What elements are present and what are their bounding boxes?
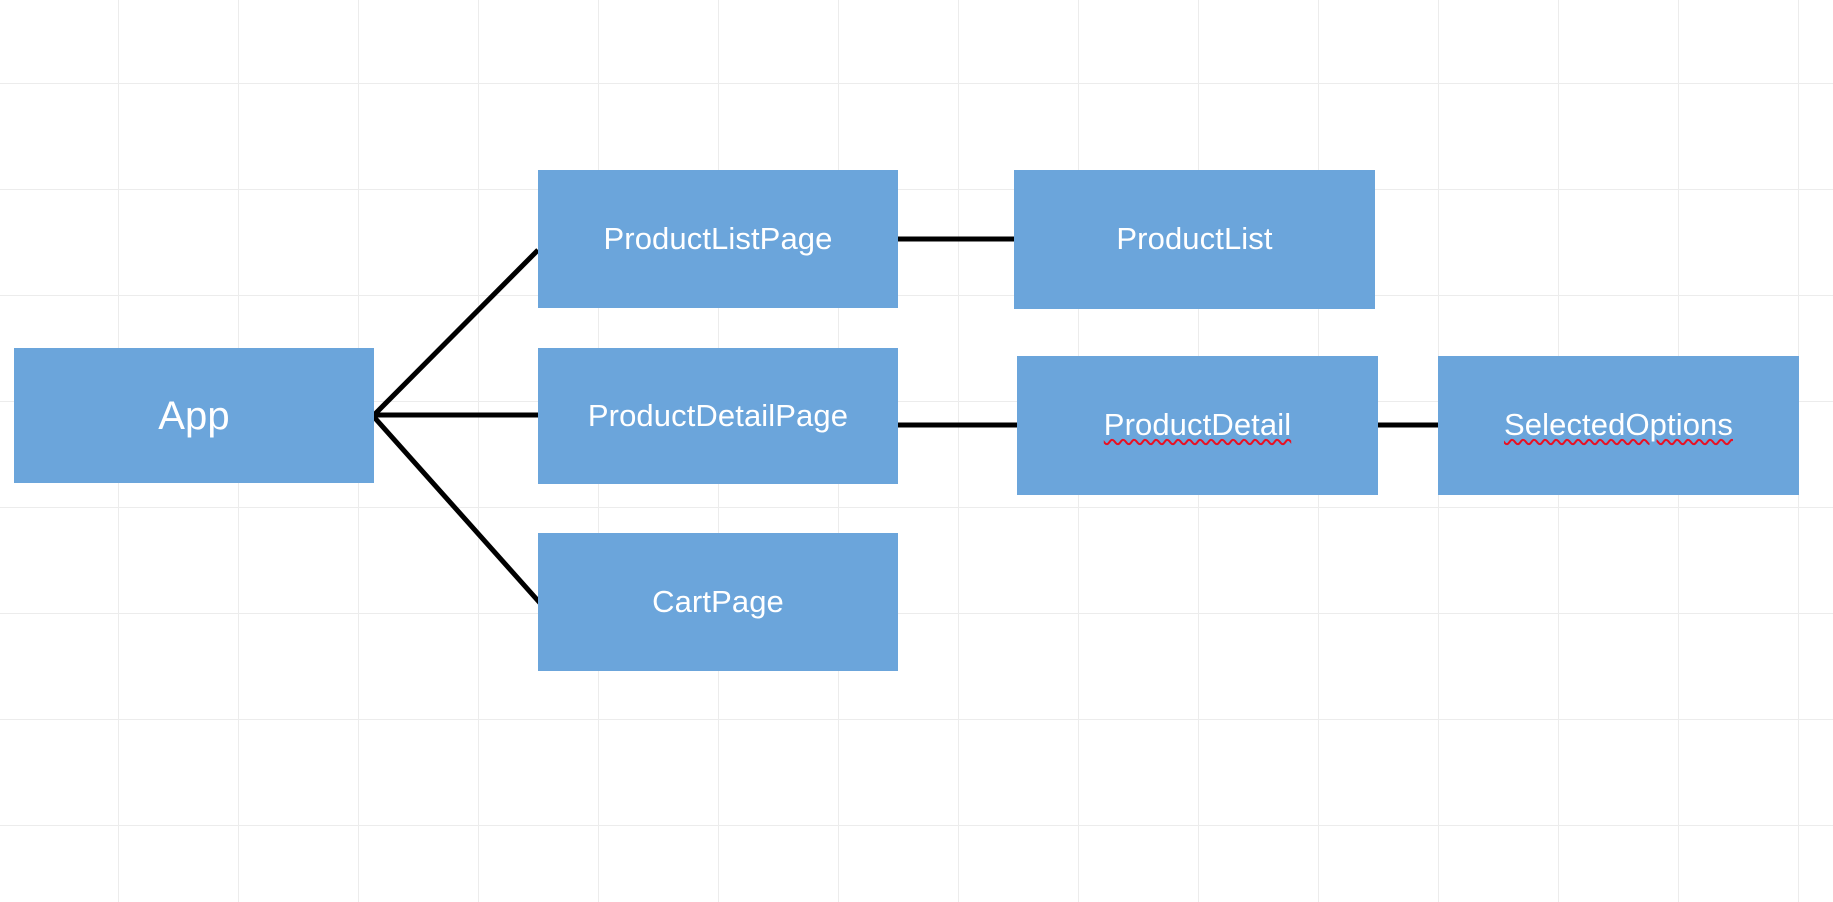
node-cart-page-label: CartPage	[652, 583, 784, 619]
node-product-detail-page[interactable]: ProductDetailPage	[538, 348, 898, 484]
node-selected-options[interactable]: SelectedOptions	[1438, 356, 1799, 495]
edge-app-to-cartpage	[372, 415, 542, 605]
node-app-label: App	[158, 393, 230, 438]
node-product-detail-page-label: ProductDetailPage	[587, 397, 849, 433]
node-app[interactable]: App	[14, 348, 374, 483]
node-selected-options-label: SelectedOptions	[1504, 407, 1733, 443]
node-product-list-page[interactable]: ProductListPage	[538, 170, 898, 308]
node-product-list[interactable]: ProductList	[1014, 170, 1375, 309]
node-product-list-page-label: ProductListPage	[603, 220, 833, 256]
node-cart-page[interactable]: CartPage	[538, 533, 898, 671]
node-product-detail-label: ProductDetail	[1103, 407, 1292, 443]
node-product-list-label: ProductList	[1116, 221, 1273, 257]
edge-app-to-productlistpage	[372, 248, 540, 417]
node-product-detail[interactable]: ProductDetail	[1017, 356, 1378, 495]
